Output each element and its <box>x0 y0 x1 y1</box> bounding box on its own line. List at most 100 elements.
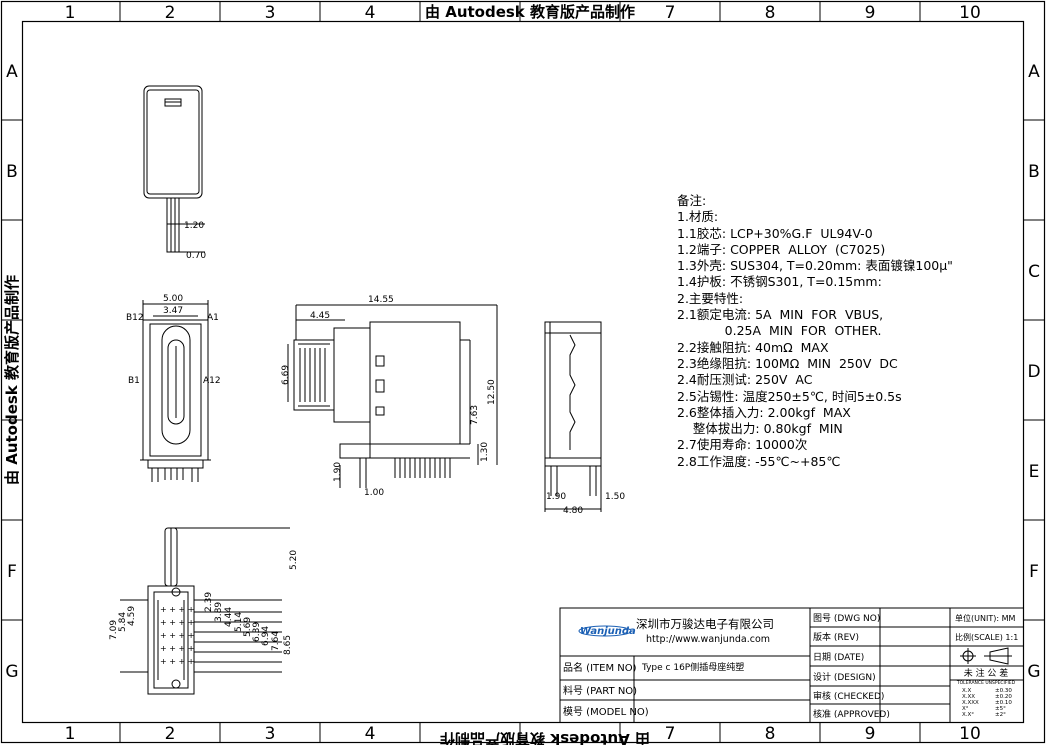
col-label: 7 <box>665 724 676 744</box>
col-label: 3 <box>265 724 276 744</box>
dim-text: 6.39 <box>252 622 262 642</box>
company-logo: Wanjunda <box>578 625 636 637</box>
svg-text:+ + + +: + + + + <box>160 618 194 627</box>
note-line: 1.4护板: 不锈钢S301, T=0.15mm: <box>677 274 882 290</box>
dim-text: 1.50 <box>605 492 625 502</box>
front-view <box>140 300 211 482</box>
note-line: 2.4耐压测试: 250V AC <box>677 372 813 388</box>
dim-text: 7.63 <box>470 405 480 425</box>
row-label: B <box>6 162 18 182</box>
col-label: 7 <box>665 3 676 23</box>
svg-text:+ + + +: + + + + <box>160 631 194 640</box>
dim-text: 3.47 <box>163 306 183 316</box>
col-label: 8 <box>765 3 776 23</box>
title-block-labels: 品名 (ITEM NO) Type c 16P侧插母座纯塑 料号 (PART N… <box>563 613 1018 720</box>
dim-text: 4.45 <box>310 311 330 321</box>
column-labels-top: 1 2 3 4 7 8 9 10 <box>65 3 981 23</box>
row-label: F <box>7 562 17 582</box>
dim-text: 1.00 <box>364 488 384 498</box>
col-label: 10 <box>959 3 981 23</box>
dim-text: 5.00 <box>163 294 183 304</box>
part-no-label: 料号 (PART NO) <box>563 684 637 697</box>
row-labels-left: A B F G <box>5 62 18 682</box>
dwg-no-label: 图号 (DWG NO) <box>813 613 880 624</box>
note-line: 2.5沾锡性: 温度250±5℃, 时间5±0.5s <box>677 388 902 404</box>
dim-text: 0.70 <box>186 251 206 261</box>
row-label: E <box>1029 462 1040 482</box>
tolerance-key: X.XXX <box>962 700 979 706</box>
end-view <box>544 321 602 512</box>
dim-text: 1.20 <box>184 221 204 231</box>
title-block-grid <box>559 607 1024 723</box>
row-label: G <box>1027 662 1040 682</box>
col-label: 1 <box>65 724 76 744</box>
row-label: A <box>6 62 18 82</box>
note-line: 整体拔出力: 0.80kgf MIN <box>677 421 843 437</box>
scale-label: 比例(SCALE) 1:1 <box>955 632 1018 642</box>
dim-text: 5.84 <box>118 612 128 632</box>
tolerance-subtitle: TOLERANCE UNSPECIFIED <box>956 680 1016 686</box>
pin-label: B1 <box>128 376 140 386</box>
note-line: 2.1额定电流: 5A MIN FOR VBUS, <box>677 307 884 323</box>
svg-text:+ + + +: + + + + <box>160 644 194 653</box>
note-line: 2.主要特性: <box>677 290 744 306</box>
note-line: 2.8工作温度: -55℃~+85℃ <box>677 453 841 469</box>
tolerance-key: X.XX <box>962 694 975 700</box>
dim-text: 5.69 <box>243 617 253 637</box>
dim-text: 7.64 <box>271 631 281 651</box>
row-label: A <box>1028 62 1040 82</box>
col-label: 4 <box>365 3 376 23</box>
col-label: 10 <box>959 724 981 744</box>
top-view <box>143 85 205 253</box>
dim-text: 5.14 <box>234 612 244 632</box>
end-view-dims: 1.90 1.50 4.80 <box>546 492 625 516</box>
dim-text: 12.50 <box>487 379 497 405</box>
dim-text: 1.90 <box>333 462 343 482</box>
note-line: 2.7使用寿命: 10000次 <box>677 437 808 453</box>
note-line: 2.3绝缘阻抗: 100MΩ MIN 250V DC <box>677 355 898 371</box>
row-label: C <box>1028 262 1040 282</box>
note-line: 2.2接触阻抗: 40mΩ MAX <box>677 339 829 355</box>
dim-text: 4.59 <box>127 606 137 626</box>
item-name-label: 品名 (ITEM NO) <box>563 661 637 674</box>
tolerance-title: 未 注 公 差 <box>964 667 1009 679</box>
tolerance-value: ±5° <box>995 706 1006 712</box>
item-name-value: Type c 16P侧插母座纯塑 <box>641 661 744 673</box>
dim-text: 1.90 <box>546 492 566 502</box>
col-label: 2 <box>165 3 176 23</box>
note-line: 0.25A MIN FOR OTHER. <box>677 323 882 339</box>
unit-label: 单位(UNIT): MM <box>955 613 1015 623</box>
note-line: 1.3外壳: SUS304, T=0.20mm: 表面镀镍100μ" <box>677 258 953 274</box>
dim-text: 8.65 <box>283 635 293 655</box>
company-website: http://www.wanjunda.com <box>646 634 770 645</box>
svg-text:+ + + +: + + + + <box>160 657 194 666</box>
front-view-dims: 5.00 3.47 B12 A1 B1 A12 <box>126 294 221 386</box>
notes-title: 备注: <box>677 193 707 208</box>
pin-label: B12 <box>126 313 144 323</box>
col-label: 9 <box>865 3 876 23</box>
row-label: F <box>1029 562 1039 582</box>
row-label: D <box>1027 362 1040 382</box>
col-label: 4 <box>365 724 376 744</box>
note-line: 2.6整体插入力: 2.00kgf MAX <box>677 404 851 420</box>
col-label: 3 <box>265 3 276 23</box>
dim-text: 14.55 <box>368 295 394 305</box>
checked-label: 审核 (CHECKED) <box>813 690 884 702</box>
projection-symbol-icon <box>960 647 1012 665</box>
tolerance-key: X.X <box>962 688 972 694</box>
dim-text: 7.09 <box>109 620 119 640</box>
notes-block: 备注: 1.材质: 1.1胶芯: LCP+30%G.F UL94V-0 1.2端… <box>677 193 1007 470</box>
bottom-view-dot-grid: + + + + + + + + + + + + + + + + + + + + <box>160 605 194 666</box>
note-line: 1.2端子: COPPER ALLOY (C7025) <box>677 241 886 257</box>
side-view <box>287 304 498 488</box>
dim-text: 1.30 <box>480 442 490 462</box>
tolerance-block: 未 注 公 差 TOLERANCE UNSPECIFIED X.X ±0.30 … <box>956 667 1016 718</box>
date-label: 日期 (DATE) <box>813 652 864 663</box>
dim-text: 2.39 <box>204 592 214 612</box>
logo-text: Wanjunda <box>580 626 636 637</box>
inner-frame <box>21 20 1025 724</box>
top-view-dims: 1.20 0.70 <box>184 221 206 261</box>
tolerance-value: ±0.30 <box>995 688 1012 694</box>
col-label: 8 <box>765 724 776 744</box>
